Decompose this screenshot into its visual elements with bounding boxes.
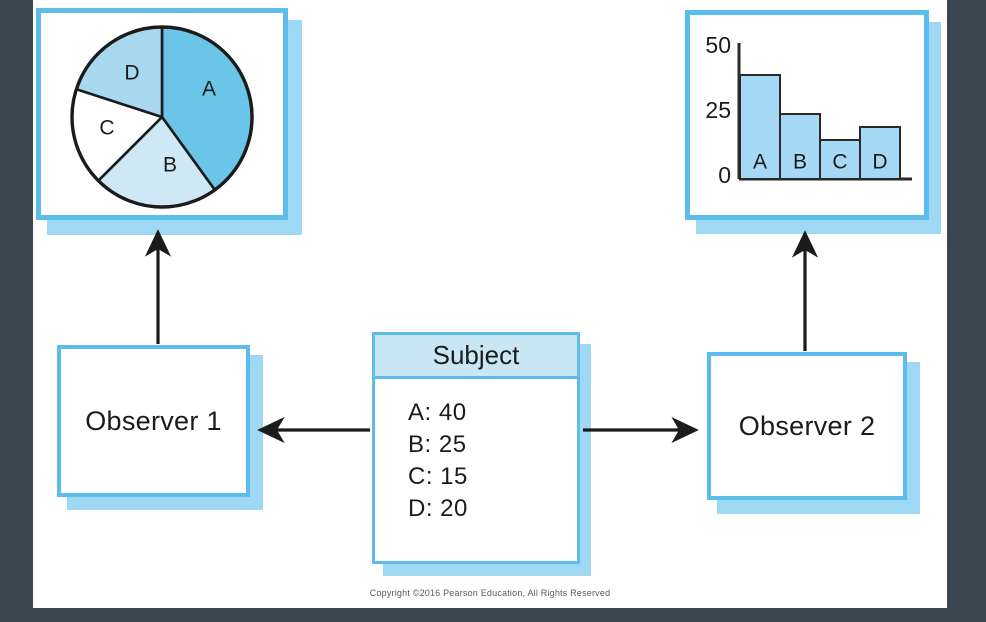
observer-1-label: Observer 1 — [85, 405, 222, 436]
pie-chart-svg: A B C D — [70, 25, 254, 209]
subject-title: Subject — [432, 340, 520, 370]
bar-chart-panel[interactable]: 50 25 0 A B C D — [685, 10, 929, 220]
pie-label-c: C — [99, 117, 114, 140]
bar-label-a: A — [753, 151, 767, 174]
observer-2-label: Observer 2 — [738, 410, 876, 441]
subject-card[interactable]: Subject A: 40 B: 25 C: 15 D: 20 — [372, 332, 580, 564]
pie-outline — [70, 25, 254, 209]
bar-label-b: B — [793, 151, 807, 174]
bar-chart-svg: 50 25 0 A B C D — [705, 32, 912, 188]
subject-card-header: Subject — [375, 335, 577, 379]
subject-row: A: 40 — [408, 399, 467, 426]
bar-ytick-50: 50 — [705, 32, 731, 58]
bar-ytick-0: 0 — [718, 162, 731, 188]
pie-label-a: A — [202, 78, 216, 101]
bar-label-d: D — [872, 151, 887, 174]
bar-ytick-25: 25 — [705, 97, 731, 123]
pie-label-b: B — [163, 154, 177, 177]
pie-chart-panel[interactable]: A B C D — [36, 8, 288, 220]
slide-sheet: A B C D 50 25 0 A — [33, 0, 947, 608]
copyright-notice: Copyright ©2016 Pearson Education, All R… — [369, 588, 611, 598]
subject-row: C: 15 — [408, 462, 468, 490]
subject-row: D: 20 — [408, 494, 468, 522]
observer-1-box[interactable]: Observer 1 — [57, 345, 250, 497]
bar-label-c: C — [832, 151, 847, 174]
subject-card-body: A: 40 B: 25 C: 15 D: 20 — [375, 379, 577, 525]
bar-d — [859, 126, 901, 180]
pie-label-d: D — [124, 62, 139, 85]
subject-row: B: 25 — [408, 430, 467, 458]
observer-2-box[interactable]: Observer 2 — [707, 352, 907, 500]
